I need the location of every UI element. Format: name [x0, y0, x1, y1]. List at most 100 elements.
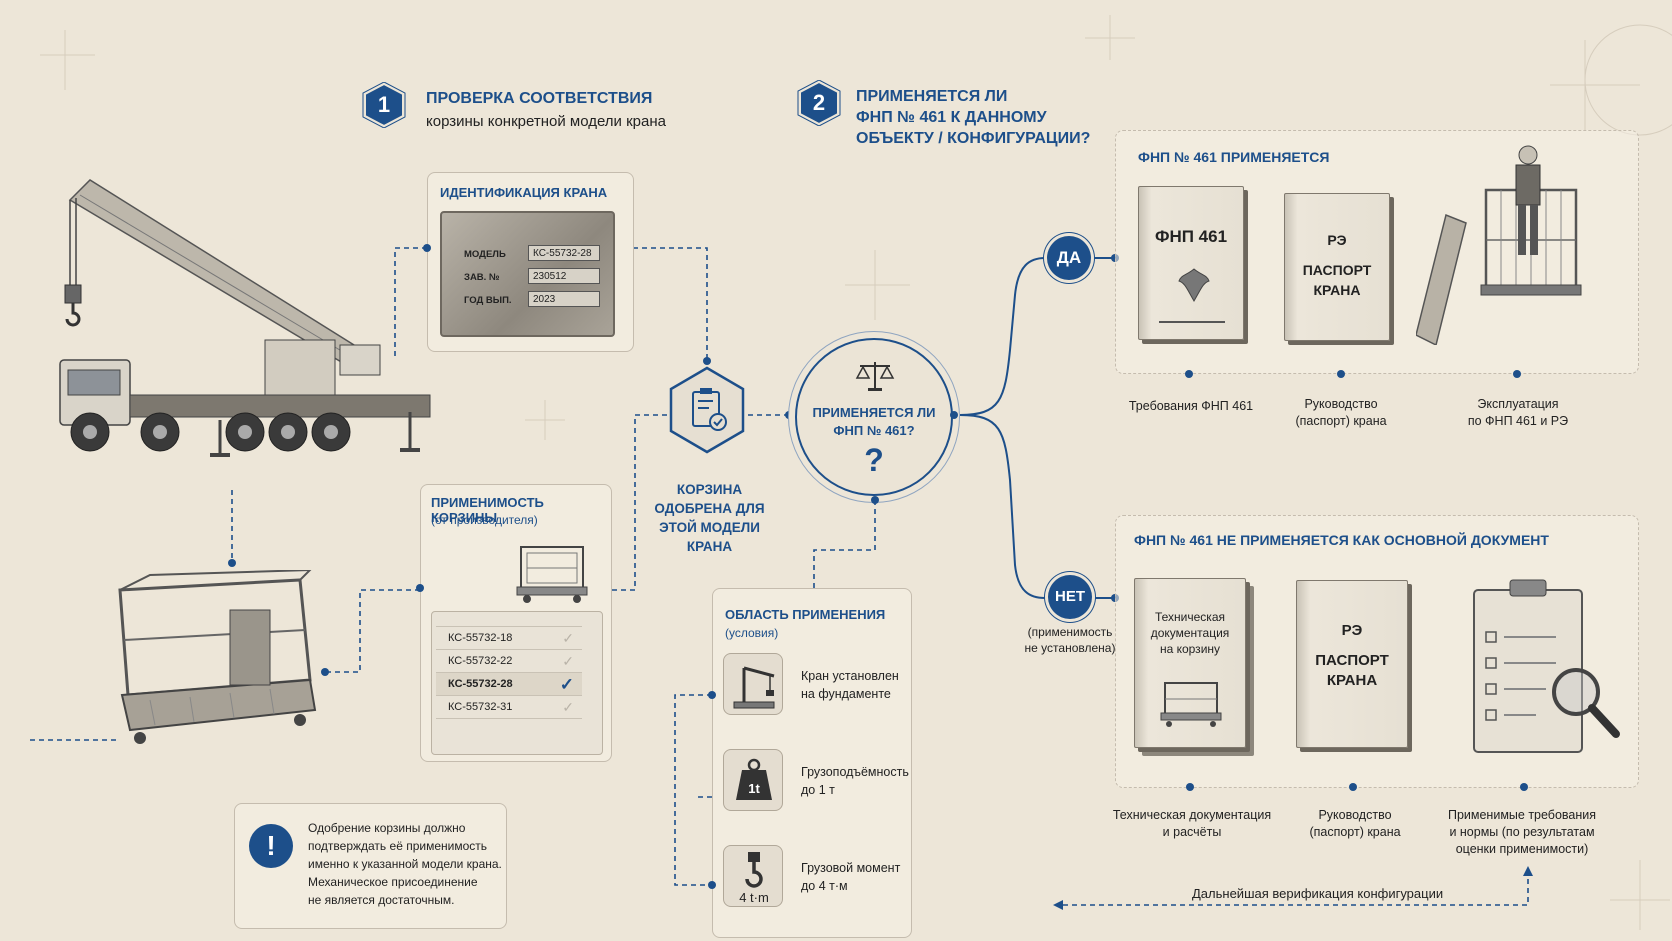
no-branch-title: ФНП № 461 НЕ ПРИМЕНЯЕТСЯ КАК ОСНОВНОЙ ДО…: [1134, 532, 1549, 548]
scope-title: ОБЛАСТЬ ПРИМЕНЕНИЯ: [725, 607, 886, 622]
checklist-magnifier-icon: [1473, 579, 1620, 753]
basket-applicability-card: ПРИМЕНИМОСТЬ КОРЗИНЫ (от производителя) …: [420, 484, 612, 762]
check-icon: ✓: [562, 699, 574, 715]
no-badge: НЕТ: [1048, 575, 1092, 619]
tech-doc-line: Техническая: [1154, 610, 1225, 624]
approved-line: ЭТОЙ МОДЕЛИ: [659, 520, 760, 535]
passport-line: ПАСПОРТ: [1315, 652, 1389, 669]
caption-line: (паспорт) крана: [1309, 825, 1401, 839]
warning-line: именно к указанной модели крана.: [308, 857, 502, 871]
plate-serial-label: ЗАВ. №: [464, 272, 500, 283]
hook-moment-icon: 4 t·m: [723, 845, 783, 907]
passport-line: КРАНА: [1313, 282, 1361, 298]
scope-card: ОБЛАСТЬ ПРИМЕНЕНИЯ (условия) Кран устано…: [712, 588, 912, 938]
step1-subtitle: корзины конкретной модели крана: [426, 113, 666, 130]
yes-caption-2: Руководство (паспорт) крана: [1262, 396, 1420, 430]
table-row: КС-55732-18 ✓: [436, 626, 582, 649]
tech-doc-line: на корзину: [1159, 642, 1221, 656]
connector-dot: [423, 244, 431, 252]
plate-year-label: ГОД ВЫП.: [464, 295, 512, 306]
weight-icon: 1t: [723, 749, 783, 811]
table-row: КС-55732-22 ✓: [436, 649, 582, 672]
step1-title: ПРОВЕРКА СООТВЕТСТВИЯ: [426, 90, 653, 107]
caption-line: Техническая документация: [1112, 808, 1272, 822]
warning-line: Механическое присоединение: [308, 875, 478, 889]
hook-moment-label: 4 t·m: [739, 890, 769, 905]
passport-book-2-text: РЭ ПАСПОРТ КРАНА: [1297, 621, 1407, 691]
connector-dot: [1337, 370, 1345, 378]
caption-line: и расчёты: [1162, 825, 1222, 839]
no-caption-1: Техническая документация и расчёты: [1102, 807, 1282, 841]
table-row-selected: КС-55732-28 ✓: [436, 672, 582, 695]
passport-book-text: РЭ ПАСПОРТ КРАНА: [1285, 230, 1389, 300]
connector-dot: [321, 668, 329, 676]
caption-line: Применимые требования: [1447, 808, 1597, 822]
model-table: КС-55732-18 ✓ КС-55732-22 ✓ КС-55732-28 …: [431, 611, 603, 755]
no-branch-card: ФНП № 461 НЕ ПРИМЕНЯЕТСЯ КАК ОСНОВНОЙ ДО…: [1115, 515, 1639, 788]
condition-line: Грузоподъёмность: [801, 765, 909, 779]
tech-doc-book: Техническая документация на корзину: [1134, 578, 1246, 748]
caption-line: Эксплуатация: [1477, 397, 1559, 411]
tech-doc-line: документация: [1150, 626, 1230, 640]
model-name: КС-55732-22: [448, 655, 513, 667]
condition-line: на фундаменте: [801, 687, 891, 701]
passport-book: РЭ ПАСПОРТ КРАНА: [1284, 193, 1390, 341]
condition-capacity: Грузоподъёмность до 1 т: [801, 763, 909, 799]
no-caption-2: Руководство (паспорт) крана: [1275, 807, 1435, 841]
connector-dot: [1349, 783, 1357, 791]
condition-line: Грузовой момент: [801, 861, 901, 875]
weight-icon-label: 1t: [748, 781, 760, 796]
plate-serial-value: 230512: [528, 268, 600, 284]
passport-line: ПАСПОРТ: [1302, 262, 1372, 278]
crane-foundation-icon: [723, 653, 783, 715]
step2-title-line: ФНП № 461 К ДАННОМУ: [856, 109, 1047, 126]
plate-year-value: 2023: [528, 291, 600, 307]
step1-hex-icon: [362, 82, 406, 128]
connector-dot: [1186, 783, 1194, 791]
check-icon: ✓: [562, 630, 574, 646]
connector-dot: [1520, 783, 1528, 791]
basket-doc-icon: [1160, 682, 1222, 727]
warning-line: Одобрение корзины должно: [308, 821, 466, 835]
approved-line: КРАНА: [686, 539, 733, 554]
connector-dot: [871, 496, 879, 504]
crane-id-card: ИДЕНТИФИКАЦИЯ КРАНА МОДЕЛЬ КС-55732-28 З…: [427, 172, 634, 352]
plate-model-value: КС-55732-28: [528, 245, 600, 261]
crane-id-title: ИДЕНТИФИКАЦИЯ КРАНА: [440, 185, 608, 200]
no-badge-note: (применимость не установлена): [1010, 624, 1130, 656]
yes-branch-card: ФНП № 461 ПРИМЕНЯЕТСЯ ФНП 461 РЭ ПАСПОРТ…: [1115, 130, 1639, 374]
warning-line: не является достаточным.: [308, 893, 455, 907]
question-mark: ?: [864, 442, 884, 478]
approved-line: ОДОБРЕНА ДЛЯ: [654, 501, 765, 516]
basket-large-illustration: [118, 570, 317, 744]
truck-crane-illustration: [59, 179, 431, 457]
condition-foundation: Кран установлен на фундаменте: [801, 667, 899, 703]
approved-clipboard-icon: [669, 366, 745, 454]
step2-title: ПРИМЕНЯЕТСЯ ЛИ ФНП № 461 К ДАННОМУ ОБЪЕК…: [856, 86, 1090, 149]
connector-dot: [1185, 370, 1193, 378]
exclamation-icon: !: [249, 824, 293, 868]
yes-branch-title: ФНП № 461 ПРИМЕНЯЕТСЯ: [1138, 149, 1330, 165]
scope-subtitle: (условия): [725, 626, 779, 640]
step2-title-line: ПРИМЕНЯЕТСЯ ЛИ: [856, 88, 1008, 105]
check-icon-active: ✓: [559, 675, 574, 694]
book-line: [1159, 321, 1225, 323]
caption-line: по ФНП 461 и РЭ: [1467, 414, 1569, 428]
basket-applicability-subtitle: (от производителя): [431, 513, 538, 527]
table-row-empty: [436, 718, 582, 741]
question-line: ПРИМЕНЯЕТСЯ ЛИ: [812, 405, 936, 420]
step2-hex-icon: [797, 80, 841, 126]
fnp-book: ФНП 461: [1138, 186, 1244, 340]
connector-dot: [785, 411, 793, 419]
emblem-icon: [1178, 268, 1210, 302]
model-name: КС-55732-18: [448, 632, 513, 644]
note-line: не установлена): [1024, 641, 1116, 655]
caption-line: (паспорт) крана: [1295, 414, 1387, 428]
condition-line: Кран установлен: [801, 669, 899, 683]
note-line: (применимость: [1027, 625, 1113, 639]
connector-dot: [708, 691, 716, 699]
warning-line: подтверждать её применимость: [308, 839, 487, 853]
passport-line: КРАНА: [1326, 672, 1378, 689]
basket-applicability-title: ПРИМЕНИМОСТЬ КОРЗИНЫ: [431, 495, 544, 525]
worker-basket-illustration: [1416, 145, 1582, 345]
